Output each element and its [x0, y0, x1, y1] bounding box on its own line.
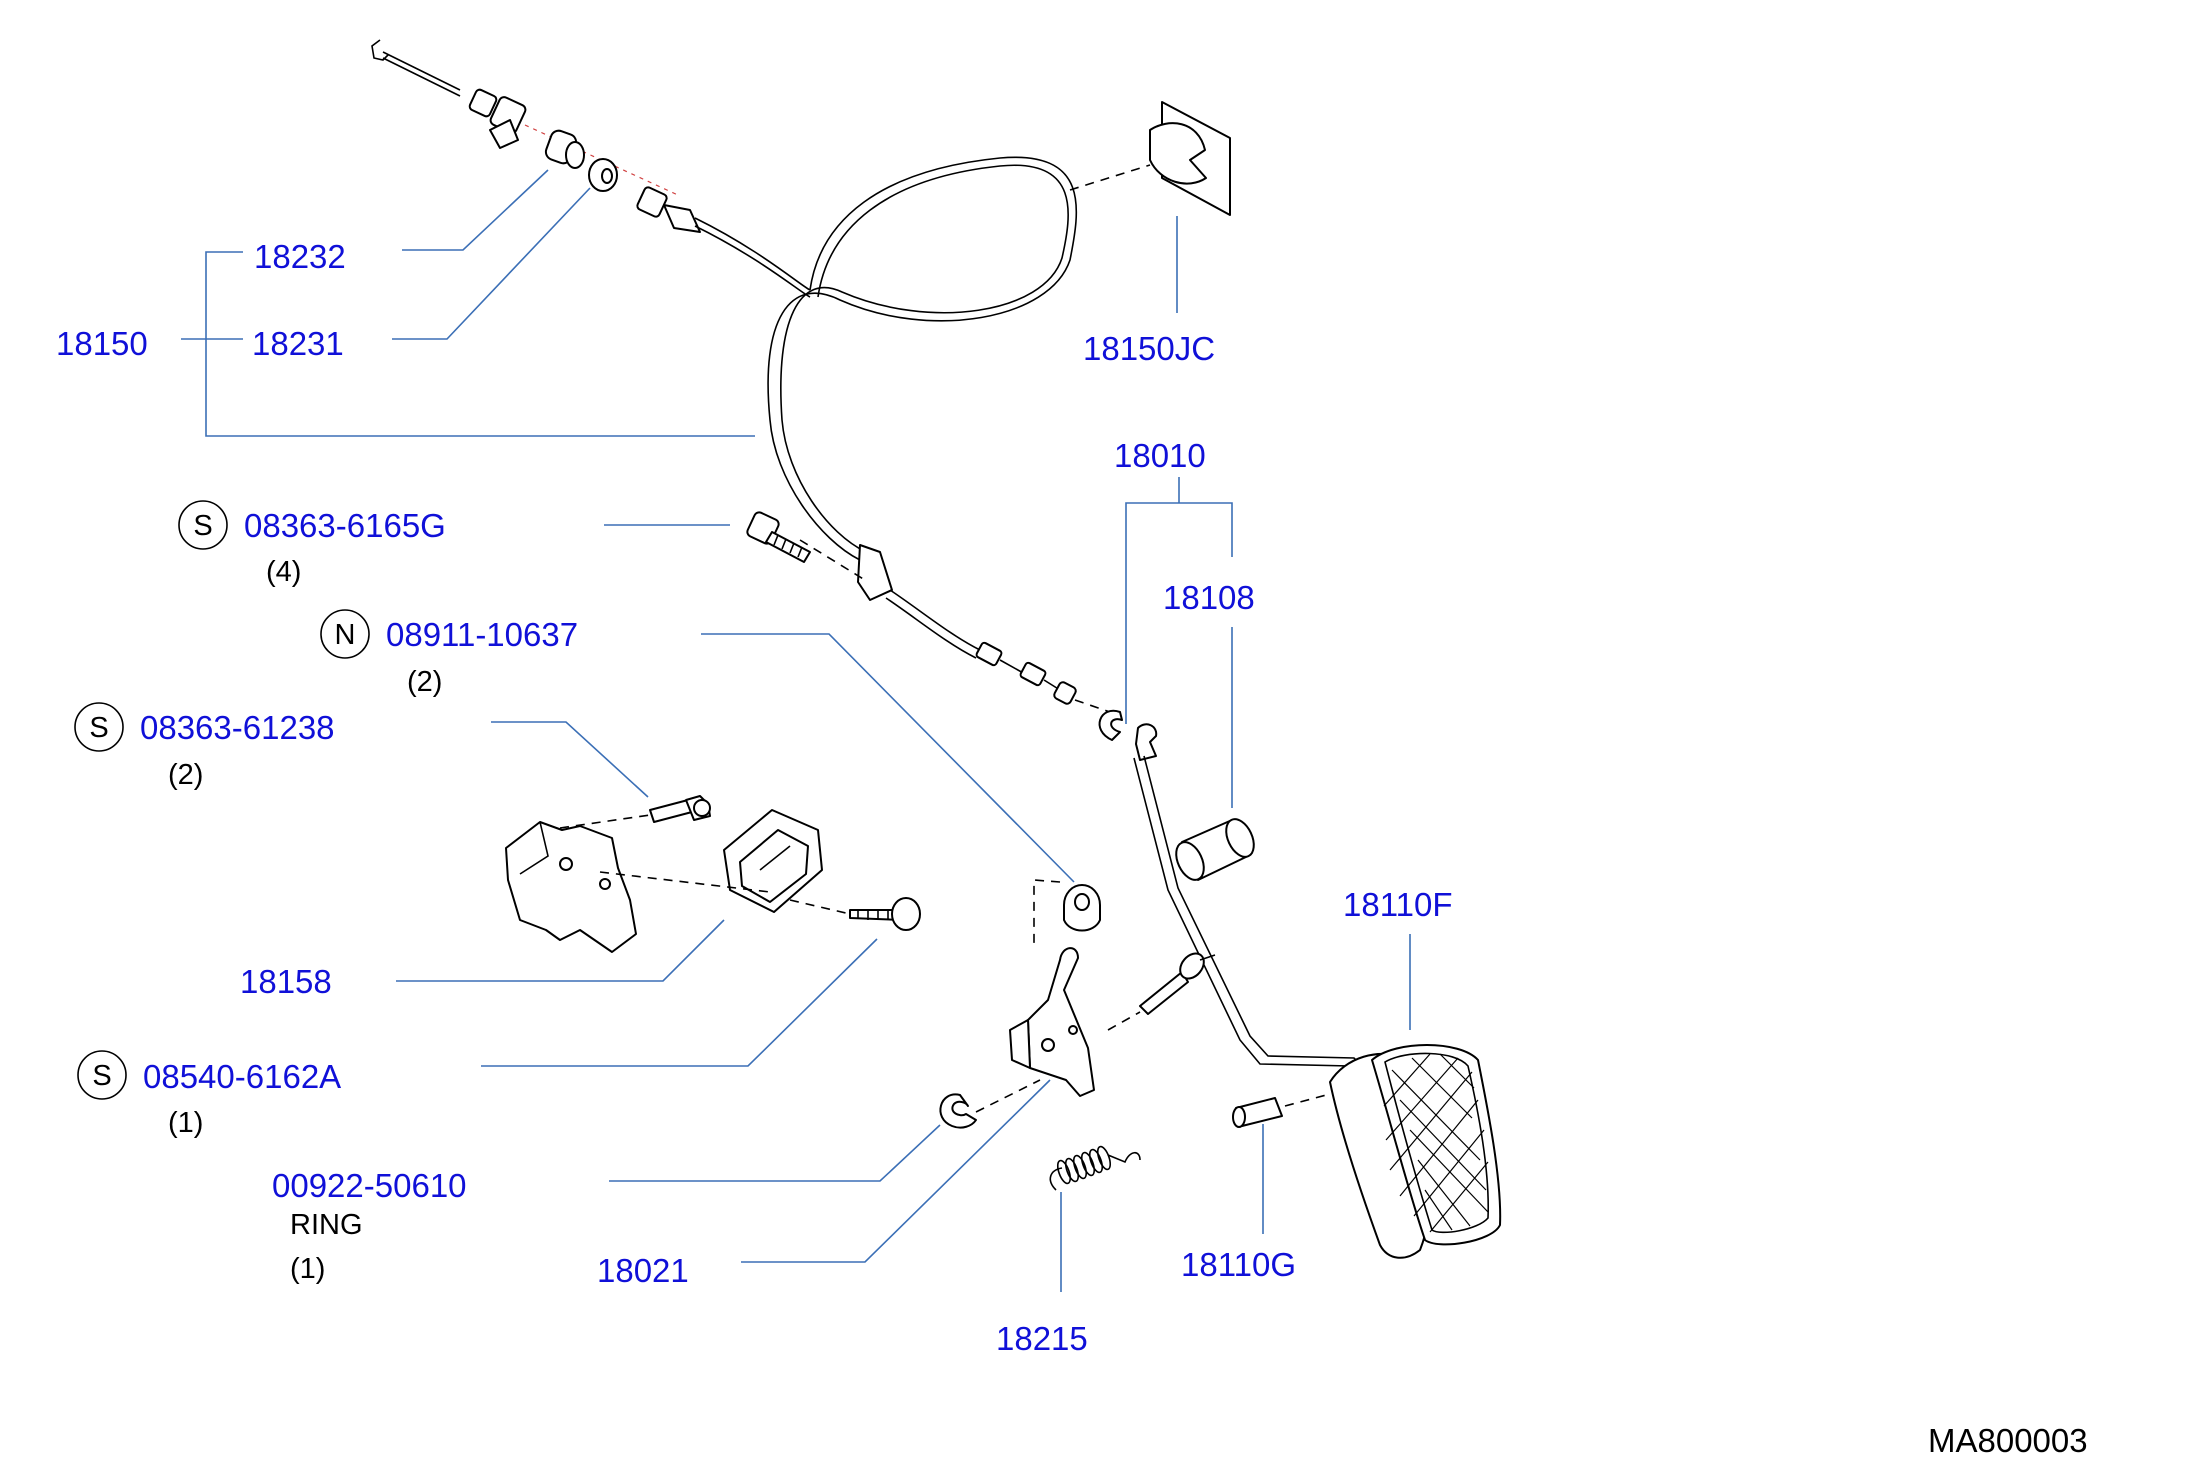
pedal-pad-18110f-shape: [1329, 1044, 1502, 1259]
part-label-18231[interactable]: 18231: [252, 325, 344, 362]
spring-18215-shape: [1049, 1145, 1141, 1191]
quantity-08911-10637: (2): [407, 666, 442, 698]
marker-s-label: S: [89, 712, 108, 744]
part-label-18232[interactable]: 18232: [254, 238, 346, 275]
part-label-18150jc[interactable]: 18150JC: [1083, 330, 1215, 367]
part-label-18158[interactable]: 18158: [240, 963, 332, 1000]
marker-n-label: N: [335, 619, 356, 651]
bracket-18021-shape: [1009, 947, 1095, 1097]
part-label-18215[interactable]: 18215: [996, 1320, 1088, 1357]
bushing-18232-shape: [544, 129, 585, 169]
part-label-18108[interactable]: 18108: [1163, 579, 1255, 616]
grommet-08911-shape: [1033, 879, 1101, 944]
pin-18110g-shape: [1232, 1093, 1331, 1128]
screw-08540-shape: [789, 897, 921, 931]
leader-lines: [181, 169, 1411, 1292]
bolt-08363-6165g-shape: [746, 511, 811, 563]
standard-part-marker-s: S: [178, 500, 228, 550]
part-label-08363-6165g[interactable]: 08363-6165G: [244, 507, 446, 544]
marker-s-label: S: [92, 1060, 111, 1092]
stopper-18158-shape: [505, 809, 823, 953]
marker-s-label: S: [193, 510, 212, 542]
standard-part-marker-s: S: [77, 1050, 127, 1100]
part-label-18021[interactable]: 18021: [597, 1252, 689, 1289]
bushing-18108-shape: [1175, 818, 1255, 881]
ring-00922-shape: [939, 1079, 1041, 1129]
part-label-00922-50610[interactable]: 00922-50610: [272, 1167, 467, 1204]
accelerator-lever-18010-shape: [1133, 723, 1379, 1091]
accelerator-cable-18150-shape: [636, 156, 1111, 713]
diagram-code: MA800003: [1928, 1422, 2088, 1459]
part-label-08363-61238[interactable]: 08363-61238: [140, 709, 335, 746]
standard-part-marker-n: N: [320, 609, 370, 659]
quantity-00922-50610: (1): [290, 1253, 325, 1285]
bolt-08363-61238-shape: [559, 795, 711, 829]
part-label-18110f[interactable]: 18110F: [1343, 886, 1452, 923]
part-label-08911-10637[interactable]: 08911-10637: [386, 616, 578, 653]
part-label-18150[interactable]: 18150: [56, 325, 148, 362]
quantity-08363-6165g: (4): [266, 556, 301, 588]
part-label-18110g[interactable]: 18110G: [1181, 1246, 1296, 1283]
part-label-18010[interactable]: 18010: [1114, 437, 1206, 474]
e-clip-shape: [1098, 709, 1123, 741]
part-label-08540-6162a[interactable]: 08540-6162A: [143, 1058, 341, 1095]
quantity-08540-6162a: (1): [168, 1107, 203, 1139]
washer-18231-shape: [588, 158, 618, 192]
pivot-bolt-shape: [1107, 952, 1216, 1031]
standard-part-marker-s: S: [74, 702, 124, 752]
cable-end-fitting: [371, 39, 681, 197]
quantity-08363-61238: (2): [168, 759, 203, 791]
description-00922-50610: RING: [290, 1209, 363, 1241]
cable-clip-18150jc-shape: [1069, 101, 1231, 216]
